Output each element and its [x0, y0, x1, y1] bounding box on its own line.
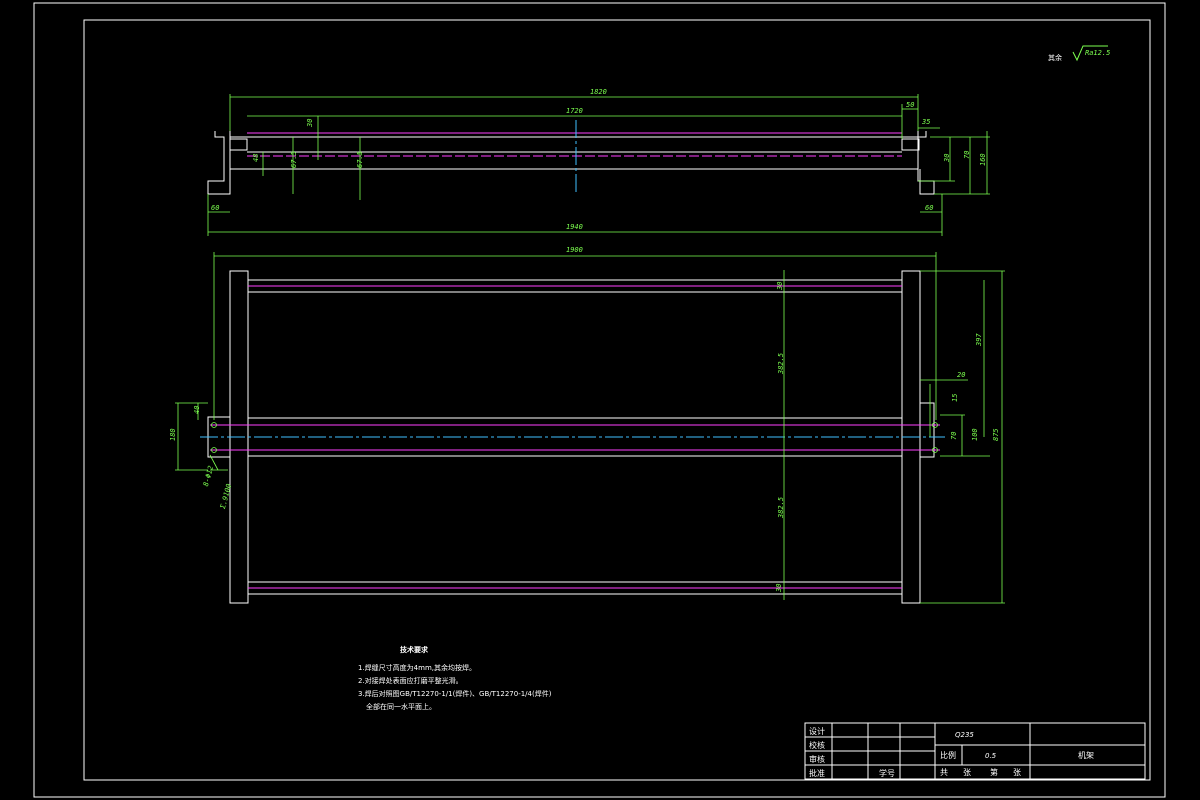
dim-bot-right-60: 60 [925, 204, 933, 212]
title-block: 设计 校核 审核 批准 学号 Q235 比例 0.5 机架 共 张 第 张 [804, 722, 1146, 780]
dim-hole2: Σ.9100 [219, 483, 234, 510]
roughness-label: 其余 [1048, 53, 1062, 62]
dim-r-70: 70 [950, 432, 958, 440]
dim-r-100: 100 [971, 428, 979, 441]
dim-r-20: 20 [957, 371, 965, 379]
tech-title: 技术要求 [400, 645, 429, 654]
left-block [229, 138, 248, 151]
tb-material: Q235 [955, 731, 974, 739]
hole-icon [211, 422, 217, 428]
dim-left-30: 30 [306, 119, 314, 128]
tb-sheet-word2: 张 [1013, 768, 1021, 777]
tb-student-no: 学号 [879, 768, 895, 778]
dim-v-67-5a: 67.5 [290, 151, 298, 168]
dim-right-35: 35 [921, 118, 930, 126]
inner-frame [83, 19, 1151, 781]
dim-span-382-5-bot: 382.5 [777, 497, 785, 519]
dim-overall-top: 1820 [590, 88, 607, 96]
hole-icon [932, 447, 938, 453]
outer-frame [33, 2, 1166, 798]
right-block [901, 138, 920, 151]
hole-icon [932, 422, 938, 428]
plan-view: 1900 30 382.5 382.5 30 20 15 70 100 397 … [169, 246, 1005, 604]
tb-sheet-word: 张 [963, 768, 971, 777]
roughness-value: Ra12.5 [1085, 49, 1110, 57]
dim-rail-30-top: 30 [776, 282, 784, 291]
dim-v-67-5b: 67.5 [356, 151, 364, 168]
tb-scale-value: 0.5 [985, 752, 997, 760]
dim-r-397: 397 [975, 333, 983, 347]
dim-r-875: 875 [992, 428, 1000, 441]
tb-row-review: 审核 [809, 754, 825, 764]
dim-bot-left-60: 60 [211, 204, 219, 212]
dim-right-small: 50 [906, 101, 914, 109]
tech-item: 1.焊缝尺寸高度为4mm,其余均按焊。 [358, 663, 476, 672]
dim-r-160: 160 [979, 153, 987, 166]
tb-row-design: 设计 [809, 726, 825, 736]
dim-l-40: 40 [193, 406, 201, 414]
dim-r-30: 30 [943, 154, 951, 163]
dim-r-70: 70 [963, 151, 971, 159]
roughness-note: 其余 Ra12.5 [1048, 45, 1110, 62]
roughness-icon [1072, 45, 1108, 62]
tb-sheet-no: 第 [990, 767, 998, 777]
dim-inner-top: 1720 [566, 107, 583, 115]
tech-item: 全部在同一水平面上。 [366, 702, 436, 711]
elevation-view: 1820 1720 50 35 30 48 67.5 67.5 30 70 16… [207, 88, 990, 236]
dim-r-15: 15 [951, 394, 959, 402]
tb-row-approve: 批准 [809, 768, 825, 778]
dim-span-382-5-top: 382.5 [777, 353, 785, 375]
tb-part-name: 机架 [1078, 750, 1094, 760]
dim-rail-30-bot: 30 [775, 584, 783, 593]
tech-item: 2.对接焊处表面应打磨平整光滑。 [358, 676, 463, 685]
tb-scale-label: 比例 [940, 750, 956, 760]
left-support [207, 131, 231, 195]
dim-v-48: 48 [252, 154, 260, 162]
tech-requirements: 技术要求 1.焊缝尺寸高度为4mm,其余均按焊。 2.对接焊处表面应打磨平整光滑… [358, 645, 552, 711]
tb-row-check: 校核 [809, 740, 825, 750]
right-flange [919, 402, 935, 458]
hole-icon [211, 447, 217, 453]
dim-l-180: 180 [169, 428, 177, 441]
dim-plan-overall: 1900 [566, 246, 583, 254]
tb-sheet-total: 共 [940, 768, 948, 777]
right-support [917, 131, 935, 195]
tech-item: 3.焊后对照图GB/T12270-1/1(焊件)、GB/T12270-1/4(焊… [358, 689, 552, 698]
dim-hole: 8-Φ12 [202, 465, 215, 487]
dim-overall-bottom: 1940 [566, 223, 583, 231]
